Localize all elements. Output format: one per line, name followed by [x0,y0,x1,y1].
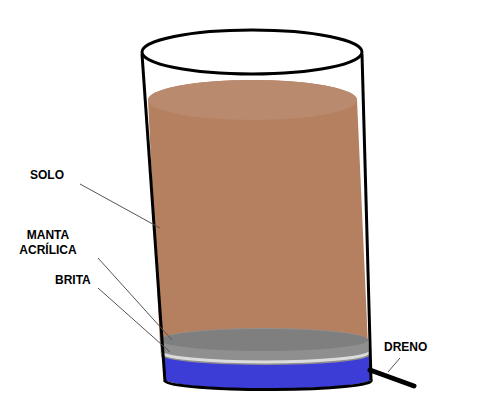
leader-line [80,184,160,228]
water-layer [162,356,371,389]
soil-surface [148,80,357,120]
part-label: DRENO [384,340,427,355]
cup-side [142,54,165,382]
drain-pipe [370,370,414,386]
leader-line [98,258,172,340]
leader-line [98,288,170,352]
leader-line [388,358,400,372]
gravel-layer [160,328,369,368]
acrylic-blanket [161,352,369,362]
cup-bottom [165,380,371,390]
cup-side [362,54,371,380]
part-label: BRITA [55,273,91,288]
part-label: SOLO [30,168,64,183]
gravel-top [160,329,368,351]
part-label: MANTA ACRÍLICA [6,228,90,258]
soil-layer [148,80,368,357]
cup-rim [142,30,362,74]
